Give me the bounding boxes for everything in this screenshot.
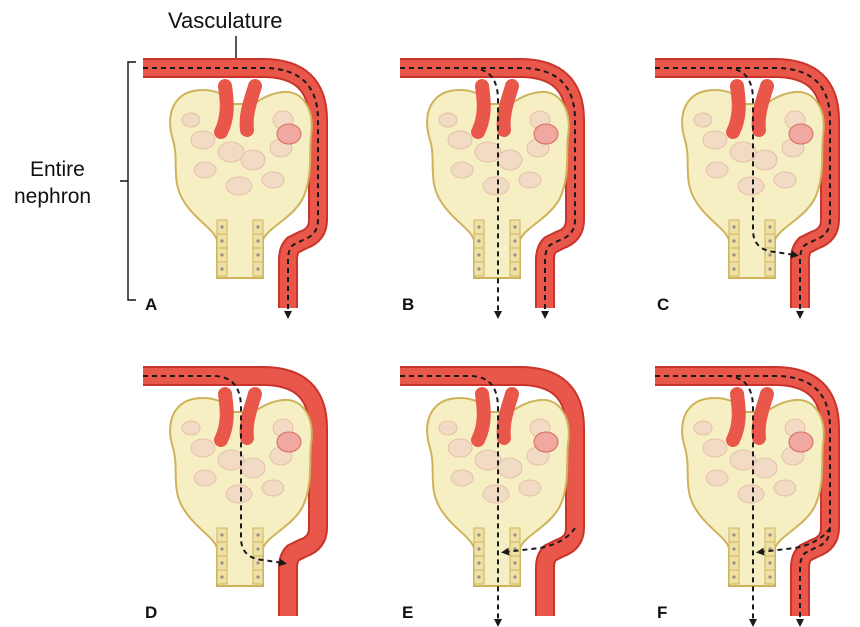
nephron-illustration (655, 376, 830, 616)
nephron-illustration (143, 376, 318, 616)
panel-f: F (655, 376, 830, 623)
panel-e: E (400, 376, 575, 623)
panel-letter: E (402, 603, 413, 622)
panel-letter: D (145, 603, 157, 622)
vasculature-label: Vasculature (168, 8, 283, 33)
nephron-illustration (400, 376, 575, 616)
panels: A B C D E F (143, 68, 830, 623)
panel-letter: B (402, 295, 414, 314)
nephron-illustration (400, 68, 575, 308)
nephron-illustration (655, 68, 830, 308)
panel-c: C (655, 68, 830, 315)
entire-label: Entire (30, 158, 85, 181)
panel-letter: A (145, 295, 157, 314)
panel-b: B (400, 68, 575, 315)
panel-a: A (143, 68, 318, 315)
nephron-bracket (120, 62, 136, 300)
panel-letter: F (657, 603, 667, 622)
panel-letter: C (657, 295, 669, 314)
nephron-illustration (143, 68, 318, 308)
panel-d: D (143, 376, 318, 622)
nephron-label: nephron (14, 185, 91, 208)
